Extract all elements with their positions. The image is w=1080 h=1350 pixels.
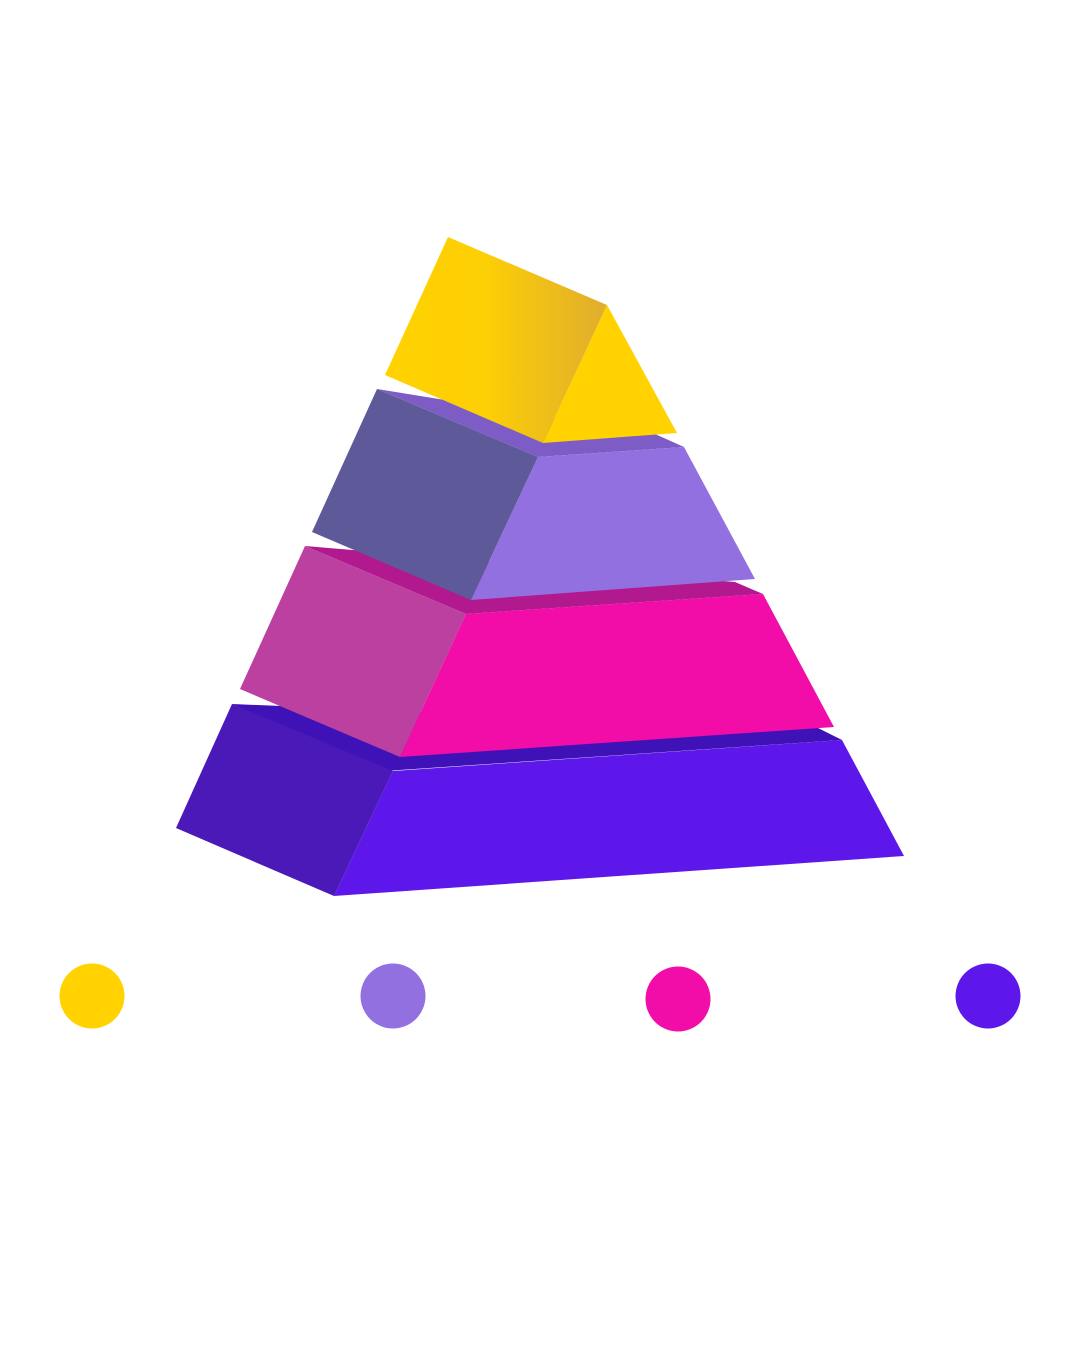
legend-dot-2 bbox=[360, 963, 426, 1029]
pyramid-level-2-front-face bbox=[471, 447, 755, 600]
legend-dot-1 bbox=[59, 963, 125, 1029]
pyramid-level-4-front-face bbox=[334, 740, 904, 896]
legend-dot-4 bbox=[955, 963, 1021, 1029]
pyramid-level-3-front-face bbox=[400, 594, 834, 757]
pyramid-level-1 bbox=[385, 237, 677, 443]
pyramid-level-3-left-face bbox=[240, 546, 466, 757]
pyramid-level-4 bbox=[176, 704, 904, 896]
pyramid-level-1-front-face bbox=[543, 305, 677, 443]
pyramid-level-2 bbox=[312, 389, 755, 600]
pyramid-level-4-left-face bbox=[176, 704, 393, 896]
legend-dot-3 bbox=[645, 966, 711, 1032]
pyramid-level-2-left-face bbox=[312, 389, 538, 600]
pyramid-level-1-left-face bbox=[385, 237, 607, 443]
legend bbox=[59, 963, 1021, 1032]
